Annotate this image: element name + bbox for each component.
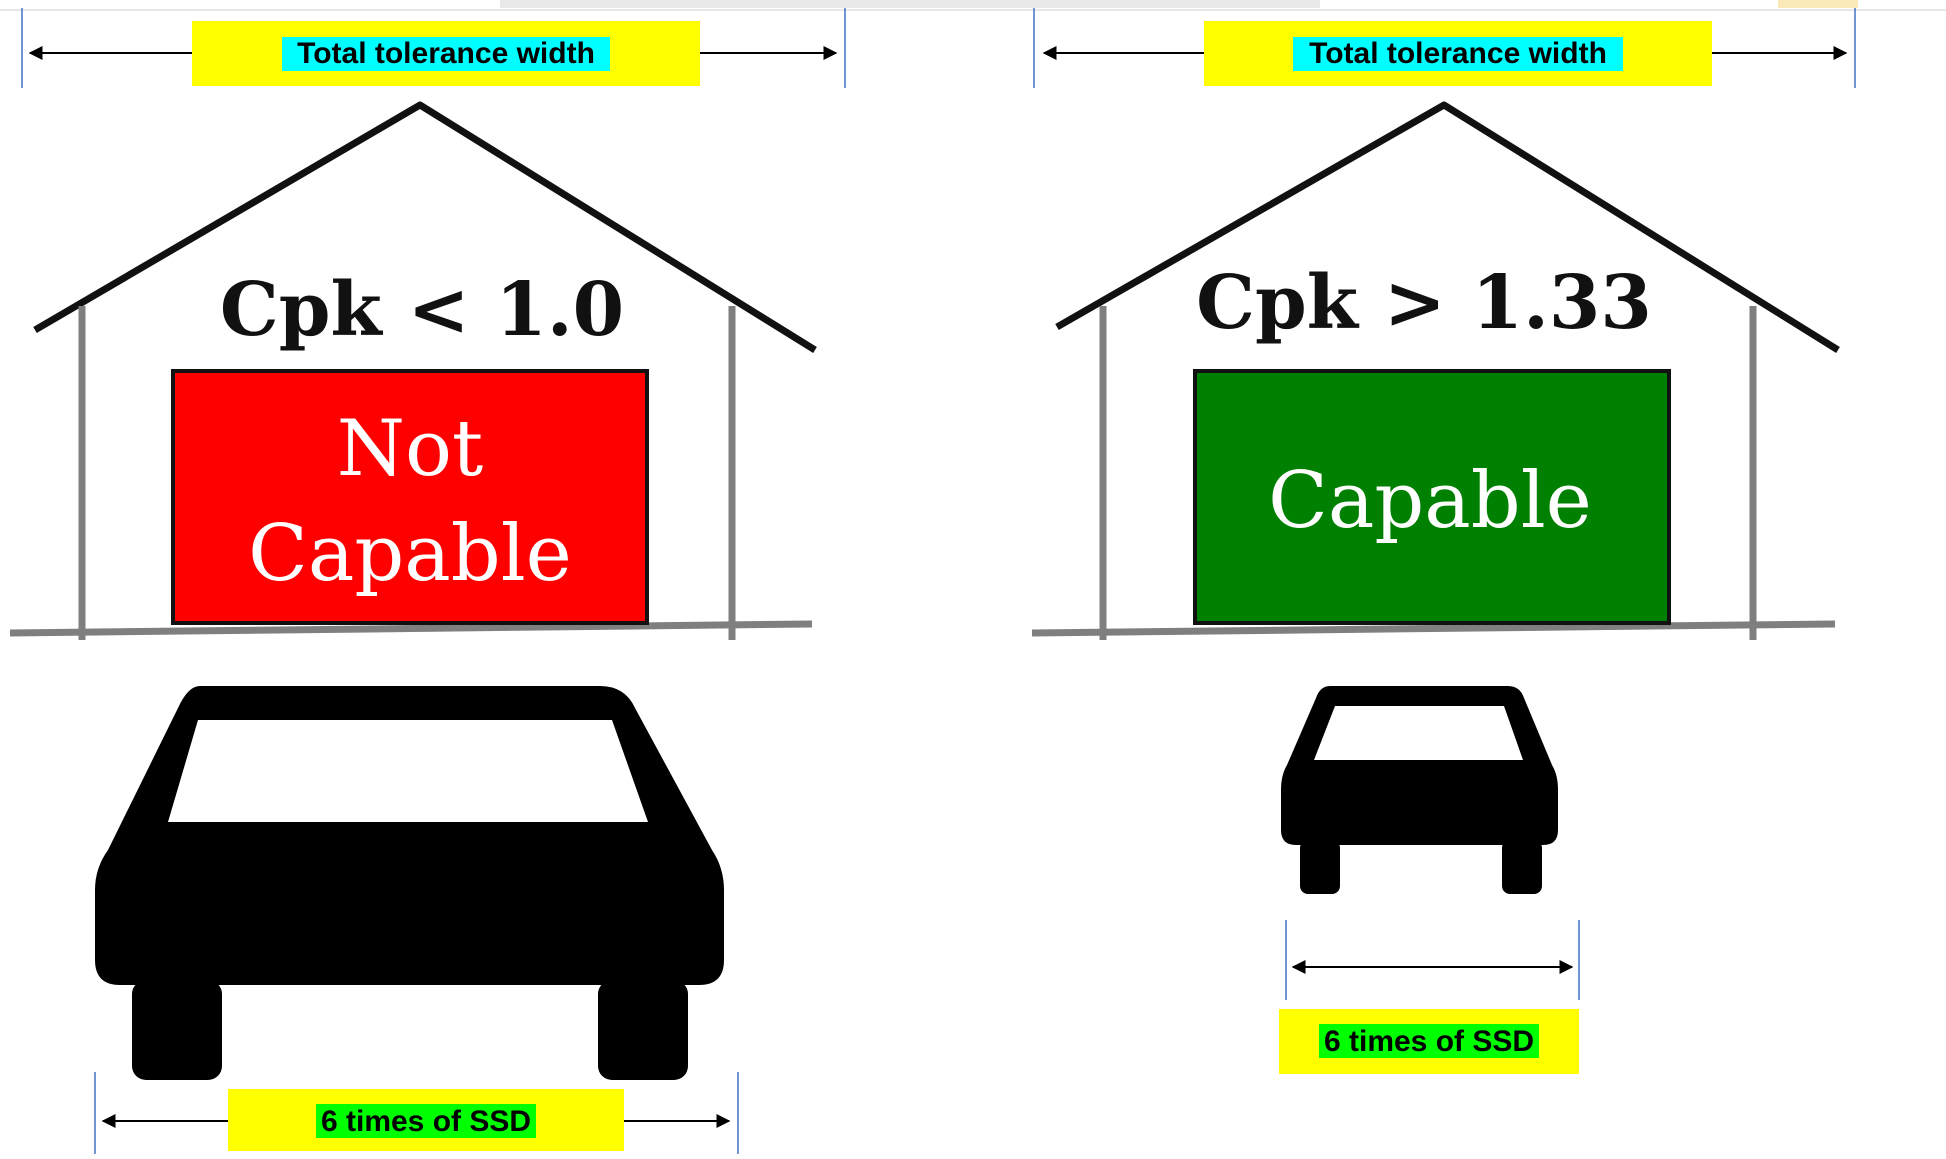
door-text-line1: Not <box>337 404 484 494</box>
car-wheel <box>132 980 222 1080</box>
car-wheel <box>598 980 688 1080</box>
tolerance-label: Total tolerance width <box>297 37 595 70</box>
car-wheel <box>1300 840 1340 894</box>
cpk-text: Cpk < 1.0 <box>220 267 624 353</box>
ssd-label-highlight <box>316 1104 536 1138</box>
ssd-label-highlight <box>1319 1024 1539 1058</box>
house-left: Cpk < 1.0 Not Capable <box>9 101 817 640</box>
cpk-text: Cpk > 1.33 <box>1196 260 1652 346</box>
ssd-label: 6 times of SSD <box>1324 1025 1534 1058</box>
top-shadow <box>500 0 1320 8</box>
car-window <box>168 720 648 822</box>
tolerance-label-highlight <box>1293 37 1623 71</box>
corner-mark <box>1778 0 1858 8</box>
door-text: Capable <box>1268 456 1592 546</box>
door <box>1193 369 1671 625</box>
door <box>171 369 649 625</box>
tolerance-marker-left: Total tolerance width <box>21 8 846 88</box>
ssd-marker-left: 6 times of SSD <box>94 1072 739 1154</box>
house-ground <box>9 620 813 637</box>
tolerance-label: Total tolerance width <box>1309 37 1607 70</box>
tolerance-marker-right: Total tolerance width <box>1033 8 1856 88</box>
tolerance-label-highlight <box>282 37 610 71</box>
car-window <box>1314 706 1523 760</box>
house-ground <box>1031 620 1836 637</box>
house-roof <box>33 101 817 353</box>
house-right: Cpk > 1.33 Capable <box>1031 101 1840 640</box>
door-text-line2: Capable <box>248 509 572 599</box>
car-right <box>1281 686 1558 894</box>
ssd-marker-right: 6 times of SSD <box>1279 920 1580 1074</box>
car-left <box>95 686 724 1080</box>
car-wheel <box>1502 840 1542 894</box>
house-roof <box>1055 101 1840 353</box>
ssd-label: 6 times of SSD <box>321 1105 531 1138</box>
